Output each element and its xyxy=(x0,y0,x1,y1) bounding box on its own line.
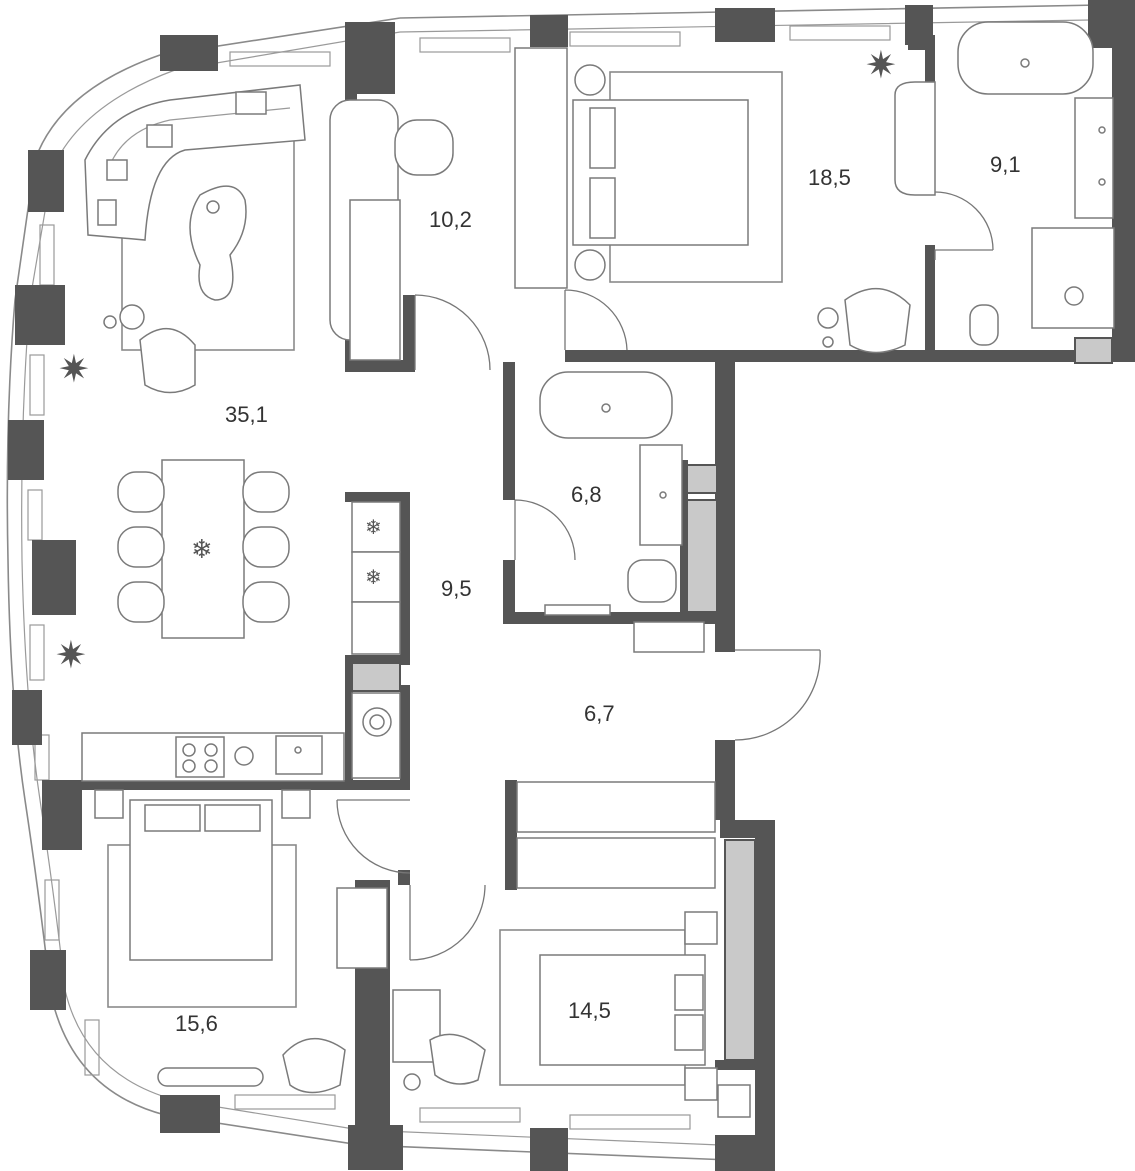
room-area-master-bedroom: 18,5 xyxy=(808,165,851,190)
freezer-icon: ❄ xyxy=(365,565,382,589)
bedroom-right-furniture xyxy=(499,911,751,1118)
room-area-master-bathroom: 9,1 xyxy=(990,152,1021,177)
icon-layer: ❄ ❄ ❄ ✷ ✷ ✷ xyxy=(55,43,897,677)
room-area-hall: 6,7 xyxy=(584,701,615,726)
dining-centerpiece-icon: ❄ xyxy=(191,535,213,565)
fridge-icon: ❄ xyxy=(365,515,382,539)
wardrobes xyxy=(336,781,716,969)
room-area-bedroom-left: 15,6 xyxy=(175,1011,218,1036)
plant-icon: ✷ xyxy=(865,43,897,87)
room-area-living: 35,1 xyxy=(225,402,268,427)
living-furniture xyxy=(81,84,401,782)
bathroom-fixtures xyxy=(539,371,705,653)
plant-icon: ✷ xyxy=(58,347,90,391)
room-area-bedroom-right: 14,5 xyxy=(568,998,611,1023)
room-area-bathroom: 6,8 xyxy=(571,482,602,507)
study-furniture xyxy=(329,47,568,361)
room-area-kitchen: 9,5 xyxy=(441,576,472,601)
master-bedroom-furniture xyxy=(572,64,911,354)
doors xyxy=(336,191,994,961)
room-area-study: 10,2 xyxy=(429,207,472,232)
master-bathroom-fixtures xyxy=(894,21,1115,364)
bedroom-left-furniture xyxy=(94,789,486,1094)
room-labels: 35,1 10,2 18,5 9,1 6,8 9,5 6,7 15,6 14,5 xyxy=(175,152,1021,1036)
plant-icon: ✷ xyxy=(55,633,87,677)
